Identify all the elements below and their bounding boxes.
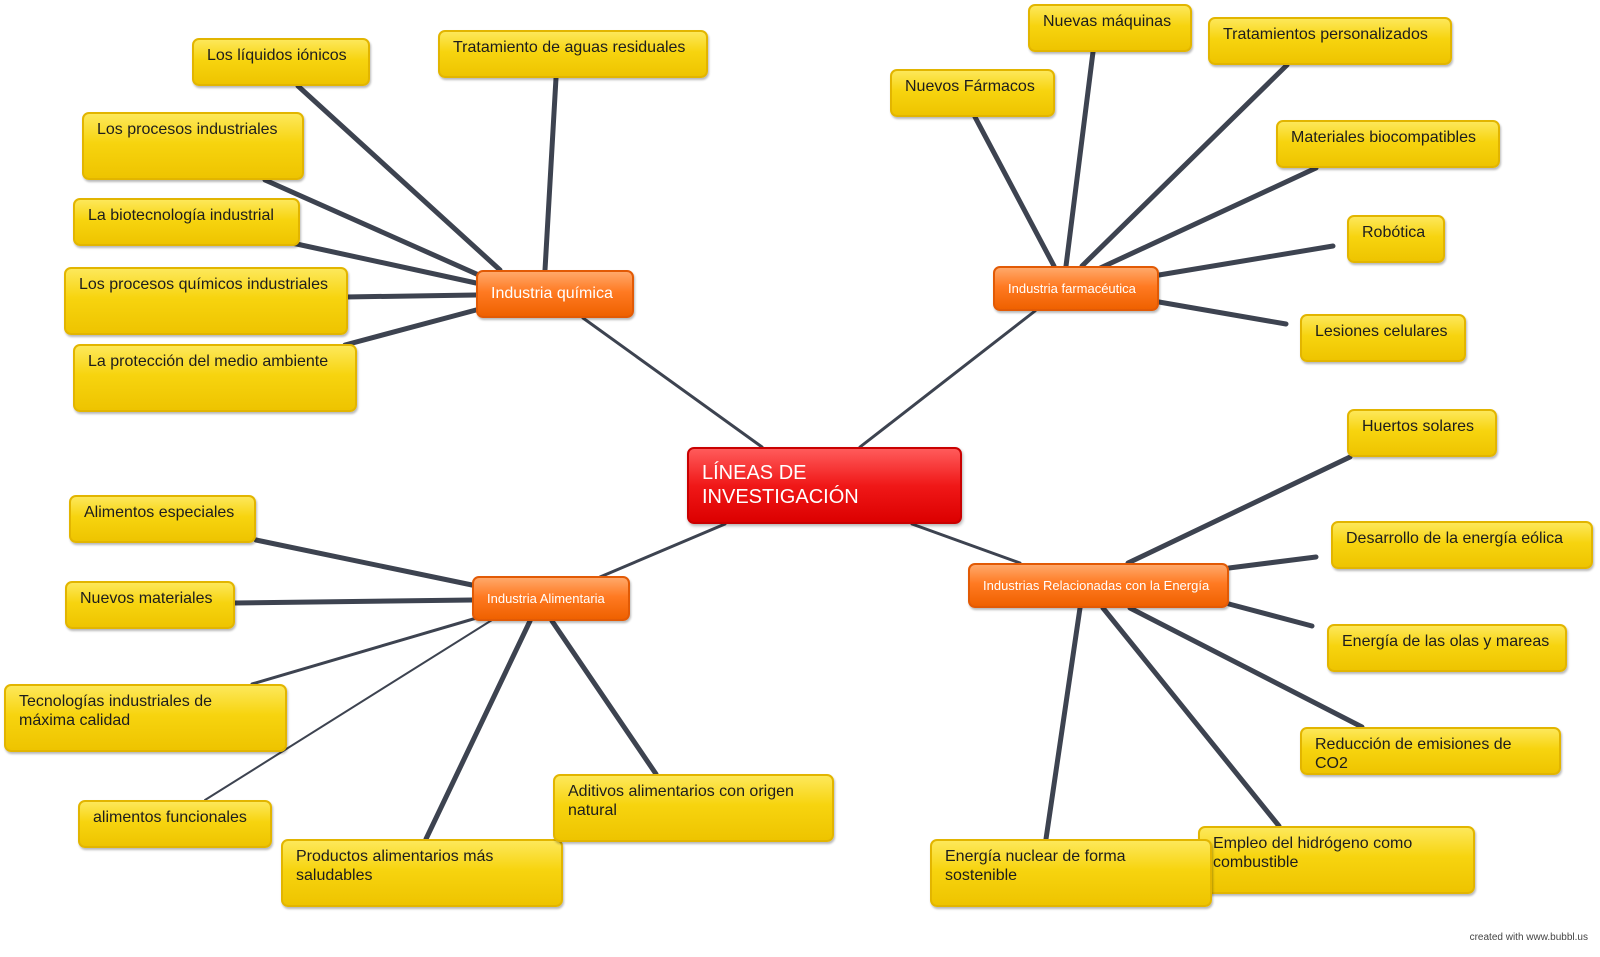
- leaf-materiales-biocompatibles[interactable]: Materiales biocompatibles: [1276, 120, 1500, 168]
- connector-line: [1156, 243, 1336, 278]
- leaf-energia-eolica[interactable]: Desarrollo de la energía eólica: [1331, 521, 1593, 569]
- leaf-energia-nuclear[interactable]: Energía nuclear de forma sostenible: [930, 839, 1212, 907]
- leaf-label: Aditivos alimentarios con origen natural: [568, 783, 794, 819]
- leaf-procesos-quimicos[interactable]: Los procesos químicos industriales: [64, 267, 348, 335]
- leaf-label: Nuevas máquinas: [1043, 13, 1172, 30]
- connector-line: [1156, 299, 1289, 327]
- leaf-label: Tratamiento de aguas residuales: [453, 39, 686, 56]
- leaf-label: Productos alimentarios más saludables: [296, 848, 494, 884]
- leaf-nuevas-maquinas[interactable]: Nuevas máquinas: [1028, 4, 1192, 52]
- connector-line: [295, 83, 503, 273]
- branch-label: Industria Alimentaria: [487, 591, 605, 606]
- connector-line: [1226, 601, 1315, 629]
- leaf-alimentos-funcionales[interactable]: alimentos funcionales: [78, 800, 272, 848]
- leaf-label: Alimentos especiales: [84, 504, 235, 521]
- leaf-huertos-solares[interactable]: Huertos solares: [1347, 409, 1497, 457]
- connector-line: [542, 75, 559, 273]
- leaf-label: La protección del medio ambiente: [88, 353, 329, 370]
- branch-label: Industrias Relacionadas con la Energía: [983, 578, 1210, 593]
- connector-line: [1127, 605, 1365, 730]
- leaf-lesiones-celulares[interactable]: Lesiones celulares: [1300, 314, 1466, 362]
- branch-industria-farmaceutica[interactable]: Industria farmacéutica: [993, 266, 1159, 311]
- connector-line: [262, 177, 493, 283]
- connector-line: [342, 292, 479, 300]
- leaf-label: Nuevos Fármacos: [905, 78, 1035, 95]
- connector-line: [1125, 454, 1353, 566]
- connector-line: [1043, 605, 1083, 842]
- branch-industrias-energia[interactable]: Industrias Relacionadas con la Energía: [968, 563, 1229, 608]
- central-node[interactable]: LÍNEAS DE INVESTIGACIÓN: [687, 447, 962, 524]
- leaf-label: Los procesos industriales: [97, 121, 278, 138]
- leaf-label: Huertos solares: [1362, 418, 1475, 435]
- leaf-label: Desarrollo de la energía eólica: [1346, 530, 1564, 547]
- connector-line: [858, 309, 1037, 449]
- leaf-label: Lesiones celulares: [1315, 323, 1448, 340]
- leaf-productos-alimentarios[interactable]: Productos alimentarios más saludables: [281, 839, 563, 907]
- connector-line: [1079, 62, 1290, 269]
- connector-line: [253, 537, 475, 588]
- branch-label: Industria farmacéutica: [1008, 281, 1136, 296]
- leaf-label: La biotecnología industrial: [88, 207, 274, 224]
- connector-line: [423, 618, 533, 842]
- leaf-label: alimentos funcionales: [93, 809, 247, 826]
- leaf-proteccion-medio-ambiente[interactable]: La protección del medio ambiente: [73, 344, 357, 412]
- leaf-tratamiento-aguas[interactable]: Tratamiento de aguas residuales: [438, 30, 708, 78]
- connector-line: [910, 522, 1022, 565]
- connector-line: [1093, 165, 1319, 273]
- branch-label: Industria química: [491, 285, 613, 302]
- connector-line: [289, 240, 479, 286]
- leaf-label: Reducción de emisiones de CO2: [1315, 736, 1512, 772]
- leaf-label: Energía de las olas y mareas: [1342, 633, 1550, 650]
- connector-line: [1226, 554, 1319, 571]
- leaf-procesos-industriales[interactable]: Los procesos industriales: [82, 112, 304, 180]
- connector-line: [598, 522, 727, 579]
- leaf-robotica[interactable]: Robótica: [1347, 215, 1445, 263]
- connector-line: [581, 316, 764, 449]
- leaf-label: Materiales biocompatibles: [1291, 129, 1476, 146]
- leaf-label: Los líquidos iónicos: [207, 47, 347, 64]
- leaf-label: Nuevos materiales: [80, 590, 213, 607]
- central-title: LÍNEAS DE INVESTIGACIÓN: [702, 462, 859, 508]
- connector-line: [204, 619, 493, 801]
- leaf-aditivos-alimentarios[interactable]: Aditivos alimentarios con origen natural: [553, 774, 834, 842]
- leaf-nuevos-materiales[interactable]: Nuevos materiales: [65, 581, 235, 629]
- leaf-liquidos-ionicos[interactable]: Los líquidos iónicos: [192, 38, 370, 86]
- connector-line: [231, 597, 475, 606]
- connector-line: [250, 615, 482, 686]
- leaf-hidrogeno-combustible[interactable]: Empleo del hidrógeno como combustible: [1198, 826, 1475, 894]
- leaf-biotecnologia-industrial[interactable]: La biotecnología industrial: [73, 198, 300, 246]
- leaf-label: Tecnologías industriales de máxima calid…: [19, 693, 213, 729]
- branch-industria-quimica[interactable]: Industria química: [476, 270, 634, 318]
- leaf-label: Empleo del hidrógeno como combustible: [1213, 835, 1413, 871]
- leaf-label: Robótica: [1362, 224, 1426, 241]
- footer-credit: created with www.bubbl.us: [1469, 932, 1588, 943]
- connector-line: [1063, 49, 1096, 269]
- leaf-energia-olas-mareas[interactable]: Energía de las olas y mareas: [1327, 624, 1567, 672]
- connector-line: [549, 618, 659, 777]
- connector-line: [972, 114, 1057, 269]
- leaf-label: Energía nuclear de forma sostenible: [945, 848, 1126, 884]
- leaf-nuevos-farmacos[interactable]: Nuevos Fármacos: [890, 69, 1055, 117]
- leaf-tratamientos-personalizados[interactable]: Tratamientos personalizados: [1208, 17, 1452, 65]
- leaf-label: Los procesos químicos industriales: [79, 276, 329, 293]
- leaf-label: Tratamientos personalizados: [1223, 26, 1428, 43]
- connector-line: [1100, 605, 1282, 829]
- connector-line: [342, 307, 479, 348]
- branch-industria-alimentaria[interactable]: Industria Alimentaria: [472, 576, 630, 621]
- leaf-alimentos-especiales[interactable]: Alimentos especiales: [69, 495, 256, 543]
- leaf-reduccion-emisiones[interactable]: Reducción de emisiones de CO2: [1300, 727, 1561, 775]
- leaf-tecnologias-industriales[interactable]: Tecnologías industriales de máxima calid…: [4, 684, 287, 752]
